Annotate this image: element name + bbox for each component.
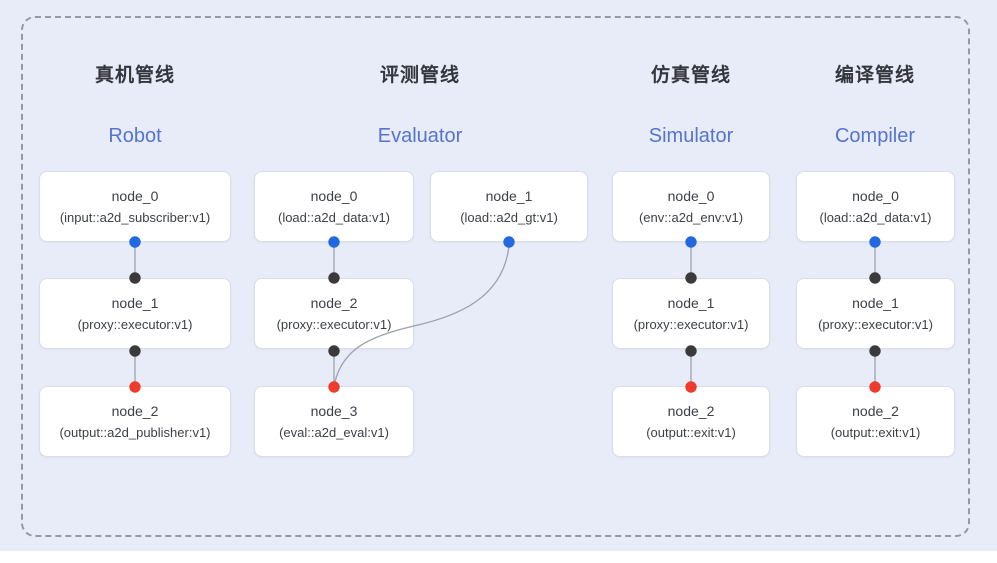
pipeline-subtitle-en-compiler: Compiler: [834, 125, 916, 147]
node-subtitle: (proxy::executor:v1): [818, 316, 933, 332]
node-title: node_1: [667, 294, 715, 311]
node-title: node_0: [667, 187, 715, 204]
pipeline-subtitle-en-evaluator: Evaluator: [377, 125, 463, 147]
node-title: node_2: [310, 294, 358, 311]
pipeline-subtitle-en-simulator: Simulator: [648, 125, 734, 147]
dashed-border-frame: [21, 16, 970, 537]
node-box-robot-node_0: node_0 (input::a2d_subscriber:v1): [39, 171, 231, 242]
node-box-robot-node_2: node_2 (output::a2d_publisher:v1): [39, 386, 231, 457]
node-box-simulator-node_0: node_0 (env::a2d_env:v1): [612, 171, 770, 242]
node-subtitle: (output::a2d_publisher:v1): [59, 424, 211, 440]
node-title: node_0: [111, 187, 159, 204]
node-box-evaluator-node_3: node_3 (eval::a2d_eval:v1): [254, 386, 414, 457]
node-subtitle: (output::exit:v1): [646, 424, 736, 440]
node-title: node_2: [667, 402, 715, 419]
pipeline-title-zh-compiler: 编译管线: [834, 65, 915, 86]
node-title: node_0: [310, 187, 358, 204]
node-subtitle: (proxy::executor:v1): [276, 316, 392, 332]
node-subtitle: (output::exit:v1): [830, 424, 921, 440]
node-box-evaluator-node_1: node_1 (load::a2d_gt:v1): [430, 171, 588, 242]
pipeline-subtitle-en-robot: Robot: [108, 125, 162, 147]
node-box-compiler-node_1: node_1 (proxy::executor:v1): [796, 278, 955, 349]
node-box-robot-node_1: node_1 (proxy::executor:v1): [39, 278, 231, 349]
pipeline-title-zh-robot: 真机管线: [94, 65, 175, 86]
node-title: node_1: [485, 187, 533, 204]
node-title: node_3: [310, 402, 358, 419]
node-title: node_2: [111, 402, 159, 419]
node-subtitle: (proxy::executor:v1): [633, 316, 749, 332]
node-box-compiler-node_0: node_0 (load::a2d_data:v1): [796, 171, 955, 242]
node-subtitle: (input::a2d_subscriber:v1): [59, 209, 211, 225]
pipeline-title-zh-simulator: 仿真管线: [650, 65, 731, 86]
node-box-simulator-node_2: node_2 (output::exit:v1): [612, 386, 770, 457]
node-title: node_1: [852, 294, 899, 311]
node-title: node_1: [111, 294, 159, 311]
node-box-evaluator-node_2: node_2 (proxy::executor:v1): [254, 278, 414, 349]
node-subtitle: (load::a2d_gt:v1): [460, 209, 558, 225]
node-subtitle: (eval::a2d_eval:v1): [279, 424, 389, 440]
node-subtitle: (proxy::executor:v1): [77, 316, 193, 332]
node-title: node_0: [852, 187, 899, 204]
node-title: node_2: [852, 402, 899, 419]
node-box-evaluator-node_0: node_0 (load::a2d_data:v1): [254, 171, 414, 242]
pipeline-title-zh-evaluator: 评测管线: [379, 65, 460, 86]
node-subtitle: (load::a2d_data:v1): [277, 209, 391, 225]
node-box-simulator-node_1: node_1 (proxy::executor:v1): [612, 278, 770, 349]
node-subtitle: (env::a2d_env:v1): [638, 209, 744, 225]
node-box-compiler-node_2: node_2 (output::exit:v1): [796, 386, 955, 457]
node-subtitle: (load::a2d_data:v1): [819, 209, 932, 225]
